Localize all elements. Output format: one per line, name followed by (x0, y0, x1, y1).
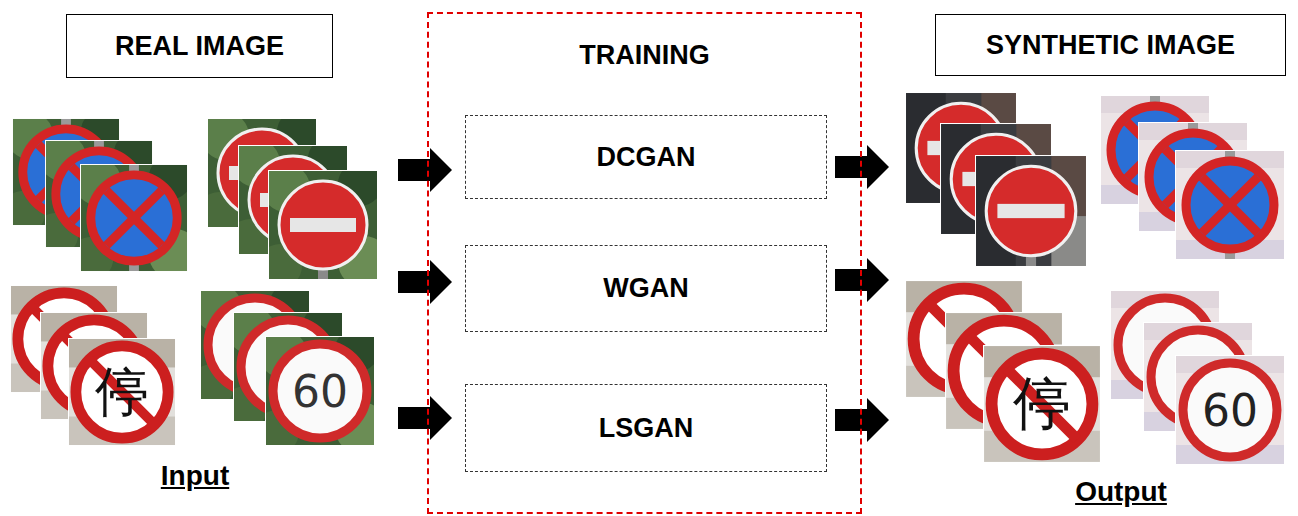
model-box: DCGAN (465, 115, 827, 199)
sign-photo (68, 338, 176, 446)
model-box: WGAN (465, 245, 827, 332)
block-arrow (835, 398, 889, 442)
input-images (2, 110, 390, 454)
sign-number: 60 (292, 366, 348, 417)
training-region: TRAINING DCGAN WGAN LSGAN (427, 12, 862, 514)
sign-photo (258, 162, 390, 288)
sign-number: 60 (1202, 385, 1258, 436)
box-label: WGAN (603, 273, 688, 304)
section-label: Output (1075, 476, 1167, 508)
sign-photo (1175, 355, 1285, 465)
block-arrow (835, 258, 889, 302)
block-arrow (398, 260, 452, 304)
section-label: Input (161, 460, 229, 492)
block-arrow (398, 396, 452, 440)
sign-photo (1175, 150, 1285, 260)
sign-character: 停 (1013, 365, 1071, 443)
box-label: LSGAN (599, 413, 694, 444)
title-box: REAL IMAGE (66, 14, 333, 78)
box-label: SYNTHETIC IMAGE (986, 30, 1235, 61)
model-box: LSGAN (465, 384, 827, 472)
block-arrow (398, 148, 452, 192)
sign-photo (975, 155, 1087, 267)
output-images (905, 92, 1285, 465)
sign-photo (983, 345, 1101, 463)
box-label: REAL IMAGE (115, 31, 284, 62)
block-arrow (835, 145, 889, 189)
title-box: SYNTHETIC IMAGE (935, 14, 1286, 76)
sign-photo (70, 156, 200, 280)
region-heading: TRAINING (429, 40, 860, 71)
sign-character: 停 (95, 356, 149, 429)
box-label: DCGAN (597, 142, 696, 173)
sign-photo (255, 328, 387, 454)
